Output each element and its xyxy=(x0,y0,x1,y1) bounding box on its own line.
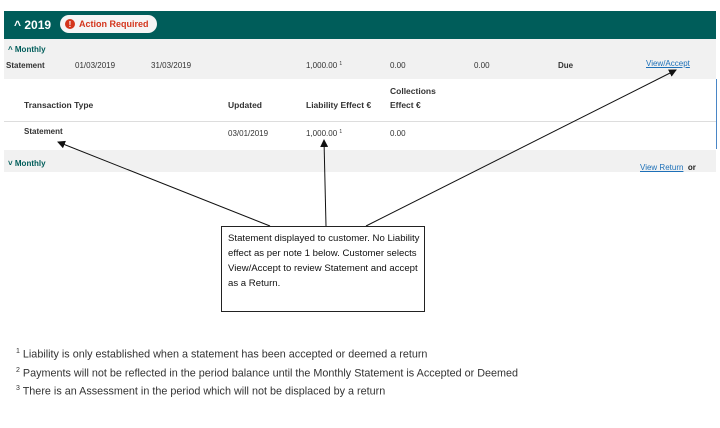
monthly-toggle[interactable]: ^ Monthly xyxy=(8,45,46,54)
arrow-to-view-accept xyxy=(365,69,677,227)
col-updated: Updated xyxy=(228,100,262,110)
badge-label: Action Required xyxy=(79,19,149,29)
table-row-collections: 0.00 xyxy=(390,129,406,138)
status-badge: Due xyxy=(558,61,574,70)
next-monthly-toggle[interactable]: ˅ Monthly xyxy=(8,159,46,168)
annotation-callout: Statement displayed to customer. No Liab… xyxy=(221,226,425,312)
year-header: ^ 2019 ! Action Required xyxy=(4,11,716,39)
period-row: ^ Monthly Statement 01/03/2019 31/03/201… xyxy=(4,39,716,79)
footnotes: 1 Liability is only established when a s… xyxy=(16,344,518,400)
arrow-to-liability xyxy=(320,139,329,227)
col-transaction-type: Transaction Type xyxy=(24,100,94,110)
arrow-to-statement xyxy=(57,140,271,227)
footnote-1: 1 Liability is only established when a s… xyxy=(16,348,428,361)
col-collections-line2: Effect € xyxy=(390,100,421,110)
period-end: 31/03/2019 xyxy=(151,61,192,70)
or-text: or xyxy=(687,163,696,172)
table-row-updated: 03/01/2019 xyxy=(228,129,269,138)
next-period-row: ˅ Monthly View Return or xyxy=(4,150,716,172)
period-collections: 0.00 xyxy=(390,61,406,70)
table-row-liability: 1,000.00 1 xyxy=(306,129,343,138)
period-type: Statement xyxy=(6,61,45,70)
period-balance: 0.00 xyxy=(474,61,490,70)
table-divider xyxy=(4,121,716,122)
col-collections-line1: Collections xyxy=(390,86,436,96)
alert-icon: ! xyxy=(65,19,75,29)
period-start: 01/03/2019 xyxy=(75,61,116,70)
year-toggle[interactable]: ^ 2019 xyxy=(14,18,52,32)
transactions-table: Transaction Type Updated Liability Effec… xyxy=(4,79,717,149)
footnote-3: 3 There is an Assessment in the period w… xyxy=(16,385,386,398)
table-row-type: Statement xyxy=(24,127,63,136)
action-required-badge: ! Action Required xyxy=(60,15,157,33)
next-period-actions: View Return or xyxy=(640,157,696,175)
view-accept-link[interactable]: View/Accept xyxy=(646,59,690,68)
footnote-2: 2 Payments will not be reflected in the … xyxy=(16,366,519,380)
period-liability: 1,000.00 1 xyxy=(306,61,343,70)
col-liability-effect: Liability Effect € xyxy=(306,100,372,110)
view-return-link[interactable]: View Return xyxy=(640,163,684,172)
